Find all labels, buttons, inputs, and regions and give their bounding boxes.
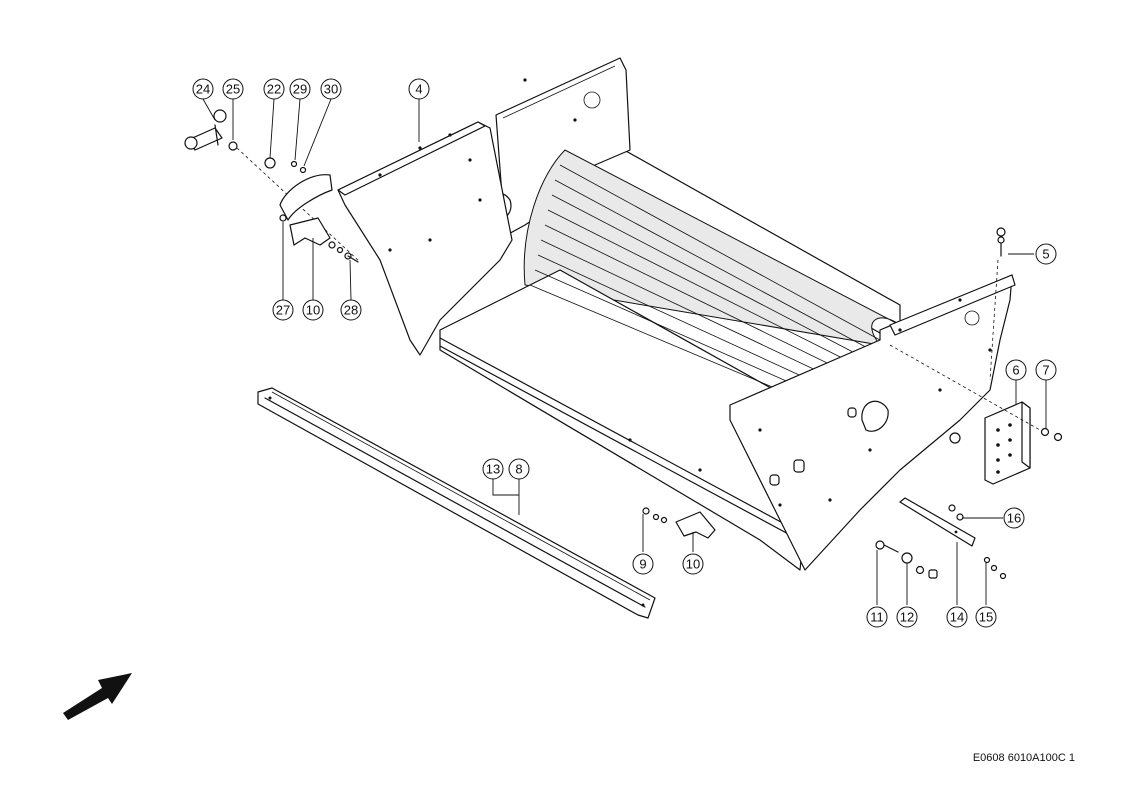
callout-label: 27 [276,303,290,318]
callout-27: 27 [272,299,294,321]
callout-label: 6 [1012,363,1019,378]
bracket-plate [984,401,1031,485]
callout-label: 16 [1007,511,1021,526]
callout-16: 16 [1003,507,1025,529]
callout-label: 11 [870,610,884,625]
direction-arrow-icon [63,673,132,720]
callout-9: 9 [632,553,654,575]
left-hardware [184,109,361,263]
cross-member-rail [257,387,656,619]
reference-code: E0608 6010A100C 1 [972,752,1075,764]
callout-label: 22 [267,82,281,97]
callout-14: 14 [946,606,968,628]
callout-15: 15 [975,606,997,628]
callout-label: 9 [639,557,646,572]
callout-label: 7 [1042,363,1049,378]
callout-label: 28 [344,303,358,318]
callout-label: 4 [415,82,422,97]
callout-label: 29 [293,82,307,97]
callout-12: 12 [896,606,918,628]
callout-28: 28 [340,299,362,321]
callout-label: 25 [226,82,240,97]
callout-30: 30 [320,78,342,100]
callout-10-center: 10 [682,553,704,575]
callout-label: 15 [979,610,993,625]
callout-4: 4 [408,78,430,100]
callout-13: 13 [482,458,504,480]
right-hardware [875,227,1063,580]
callout-29: 29 [289,78,311,100]
callout-label: 30 [324,82,338,97]
callout-label: 10 [306,303,320,318]
callout-8: 8 [508,458,530,480]
callout-22: 22 [263,78,285,100]
callout-24: 24 [192,78,214,100]
trough-assembly [337,57,1016,571]
callout-10-left: 10 [302,299,324,321]
center-hardware [642,507,716,539]
callout-label: 10 [686,557,700,572]
callout-label: 24 [196,82,210,97]
callout-label: 5 [1042,247,1049,262]
callout-label: 13 [486,462,500,477]
callout-11: 11 [866,606,888,628]
plate-holes [378,78,992,507]
callout-7: 7 [1035,359,1057,381]
callout-25: 25 [222,78,244,100]
callout-label: 12 [900,610,914,625]
callout-label: 14 [950,610,964,625]
flat-bar [899,497,976,547]
leader-lines [202,98,1047,605]
callout-5: 5 [1035,243,1057,265]
callout-6: 6 [1005,359,1027,381]
callout-label: 8 [515,462,522,477]
